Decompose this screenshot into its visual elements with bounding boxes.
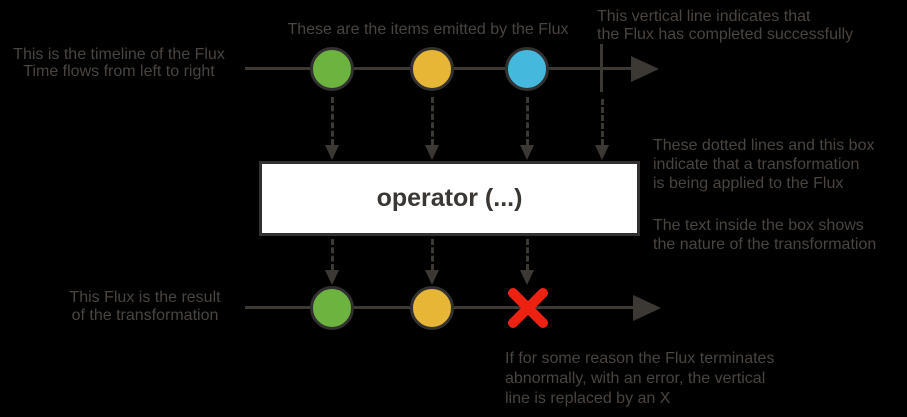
box-text-note: The text inside the box shows the nature… [653,217,877,253]
complete-note: This vertical line indicates that the Fl… [597,8,854,43]
error-note: If for some reason the Flux terminates a… [505,350,775,407]
dotted-arrowhead-icon [425,145,439,160]
complete-marker [600,44,603,92]
dotted-line [331,239,334,270]
dotted-arrowhead-icon [520,270,534,285]
timeline-note: This is the timeline of the Flux Time fl… [13,46,225,80]
dotted-arrowhead-icon [425,270,439,285]
dotted-arrowhead-icon [520,145,534,160]
dotted-line [526,239,529,270]
dotted-line [431,97,434,145]
dotted-line [601,99,604,145]
transform-note: These dotted lines and this box indicate… [653,137,875,192]
dotted-arrowhead-icon [595,145,609,160]
error-x-icon [508,288,548,328]
result-note: This Flux is the result of the transform… [69,289,221,324]
result-timeline-arrowhead-icon [633,295,661,321]
dotted-line [526,97,529,145]
items-note: These are the items emitted by the Flux [287,21,569,38]
result-marble-yellow [410,286,454,330]
source-marble-blue [505,47,549,91]
source-timeline-arrowhead-icon [631,56,659,82]
dotted-arrowhead-icon [325,145,339,160]
dotted-line [331,97,334,145]
operator-label: operator (...) [376,184,523,212]
result-marble-green [310,286,354,330]
source-marble-yellow [410,47,454,91]
dotted-arrowhead-icon [325,270,339,285]
dotted-line [431,239,434,270]
operator-box: operator (...) [259,161,640,236]
source-marble-green [310,47,354,91]
